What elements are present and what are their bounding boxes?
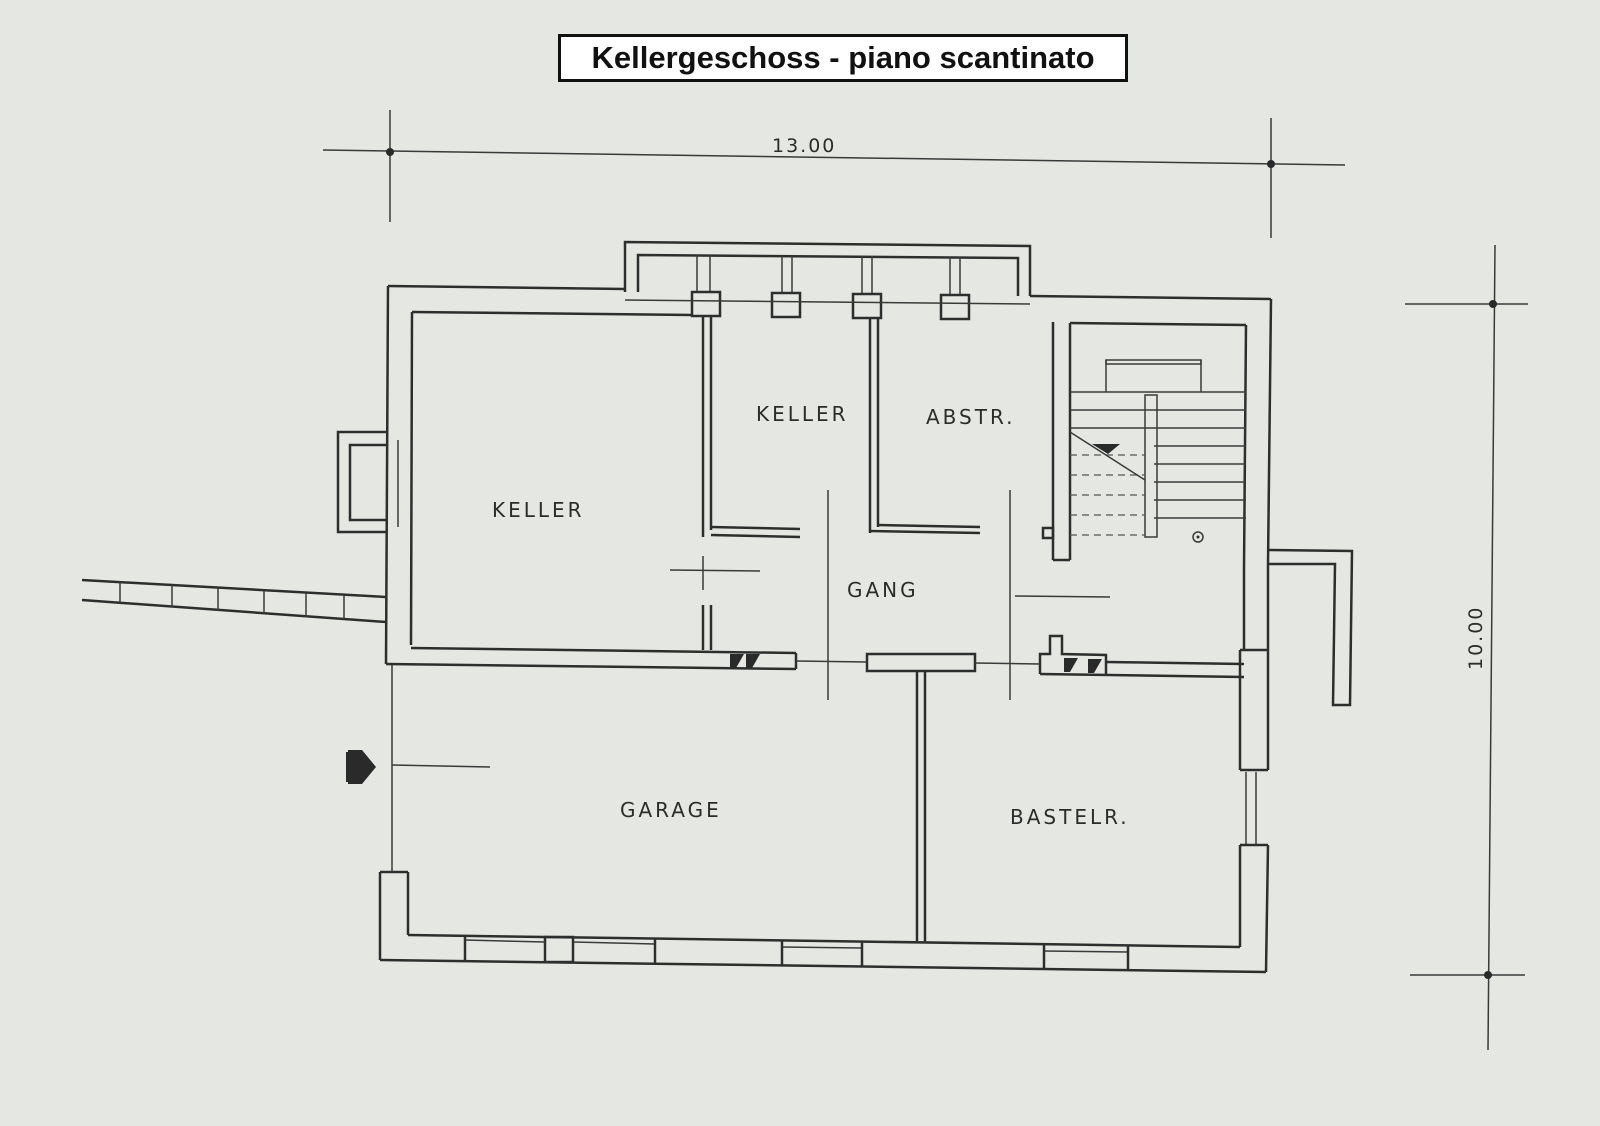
door-openings	[391, 490, 1111, 768]
light-well	[623, 240, 1032, 321]
room-label-keller-large: KELLER	[492, 498, 585, 522]
room-label-keller-small: KELLER	[756, 402, 849, 426]
dimension-depth-label: 10.00	[1465, 606, 1487, 670]
entrance-arrow-icon	[346, 750, 376, 784]
exterior-steps	[81, 578, 387, 624]
dimension-line-depth	[1405, 244, 1528, 1051]
exterior-walls	[81, 284, 1354, 974]
room-label-garage: GARAGE	[620, 798, 722, 822]
dimension-width-label: 13.00	[772, 135, 836, 157]
room-label-bastelr: BASTELR.	[1010, 805, 1130, 829]
staircase-icon	[1069, 359, 1246, 543]
interior-walls	[385, 315, 1245, 942]
room-label-gang: GANG	[847, 578, 919, 602]
room-label-abstr: ABSTR.	[926, 405, 1016, 429]
drawing-title: Kellergeschoss - piano scantinato	[558, 34, 1128, 82]
dimension-line-width	[322, 110, 1346, 238]
